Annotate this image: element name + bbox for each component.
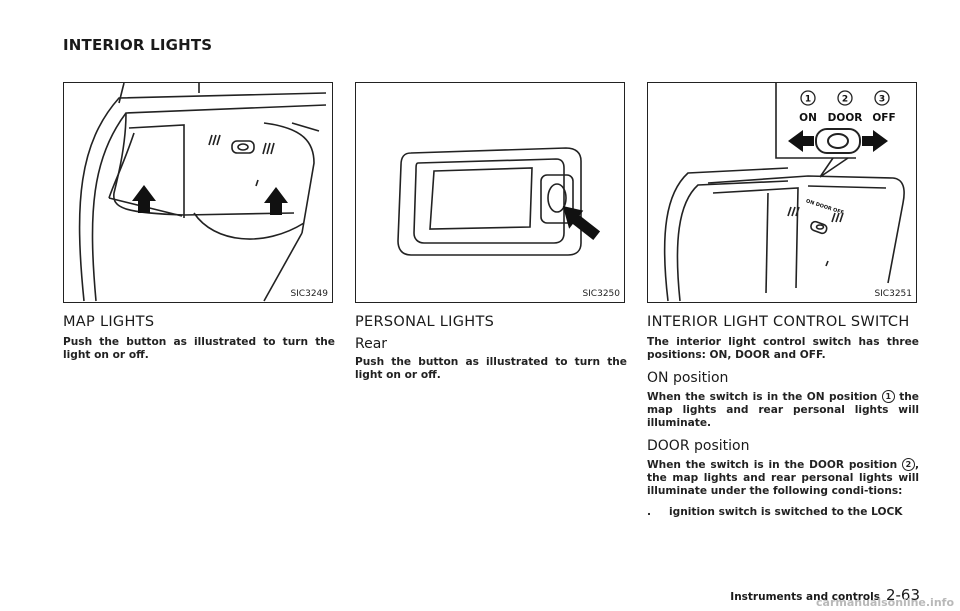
callout-2: 2 xyxy=(842,95,848,105)
page-number: 2-63 xyxy=(885,586,920,604)
label-door: DOOR xyxy=(828,112,863,124)
figure-personal-lights: SIC3250 xyxy=(355,82,625,303)
intro-text: The interior light control switch has th… xyxy=(647,336,919,361)
map-lights-illustration xyxy=(78,83,327,302)
figure-code: SIC3249 xyxy=(290,289,328,299)
section-heading: INTERIOR LIGHT CONTROL SWITCH xyxy=(647,314,910,330)
label-on: ON xyxy=(799,112,817,124)
footer-section: Instruments and controls xyxy=(730,591,880,603)
marker-1: 1 xyxy=(881,390,895,403)
page-header: INTERIOR LIGHTS xyxy=(63,36,213,54)
bullet-mark: . xyxy=(647,506,652,518)
figure-code: SIC3251 xyxy=(874,289,912,299)
on-heading: ON position xyxy=(647,370,729,386)
personal-lights-illustration xyxy=(397,147,601,256)
door-body: When the switch is in the DOOR position … xyxy=(647,458,919,498)
figure-map-lights: SIC3249 xyxy=(63,82,333,303)
on-body: When the switch is in the ON position 1 … xyxy=(647,390,919,430)
subheading: Rear xyxy=(355,336,388,352)
bullet-text: ignition switch is switched to the LOCK xyxy=(669,506,903,518)
column-personal-lights: PERSONAL LIGHTS Rear Push the button as … xyxy=(355,314,627,388)
section-heading: MAP LIGHTS xyxy=(63,314,155,330)
body-text: Push the button as illustrated to turn t… xyxy=(355,356,627,381)
column-interior-switch: INTERIOR LIGHT CONTROL SWITCH The interi… xyxy=(647,314,919,518)
label-off: OFF xyxy=(872,112,895,124)
marker-2: 2 xyxy=(901,458,915,471)
body-text: Push the button as illustrated to turn t… xyxy=(63,336,335,361)
column-map-lights: MAP LIGHTS Push the button as illustrate… xyxy=(63,314,335,368)
page-footer: Instruments and controls 2-63 xyxy=(730,585,920,604)
door-heading: DOOR position xyxy=(647,438,750,454)
door-body-a: When the switch is in the DOOR position xyxy=(647,459,898,471)
on-body-b: the map lights and rear personal lights … xyxy=(647,391,919,429)
bullet-item: . ignition switch is switched to the LOCK xyxy=(647,506,919,518)
callout-1: 1 xyxy=(805,95,811,105)
figure-code: SIC3250 xyxy=(582,289,620,299)
door-body-b: , the map lights and rear personal light… xyxy=(647,459,919,497)
switch-mini-label: ON DOOR OFF xyxy=(805,198,844,216)
on-body-a: When the switch is in the ON position xyxy=(647,391,878,403)
section-heading: PERSONAL LIGHTS xyxy=(355,314,495,330)
callout-3: 3 xyxy=(879,95,885,105)
interior-switch-illustration: 1 2 3 ON DOOR OFF ON DOOR OFF xyxy=(663,83,905,302)
figure-interior-switch: 1 2 3 ON DOOR OFF ON DOOR OFF SIC3251 xyxy=(647,82,917,303)
watermark: carmanualsonline.info xyxy=(816,596,954,609)
